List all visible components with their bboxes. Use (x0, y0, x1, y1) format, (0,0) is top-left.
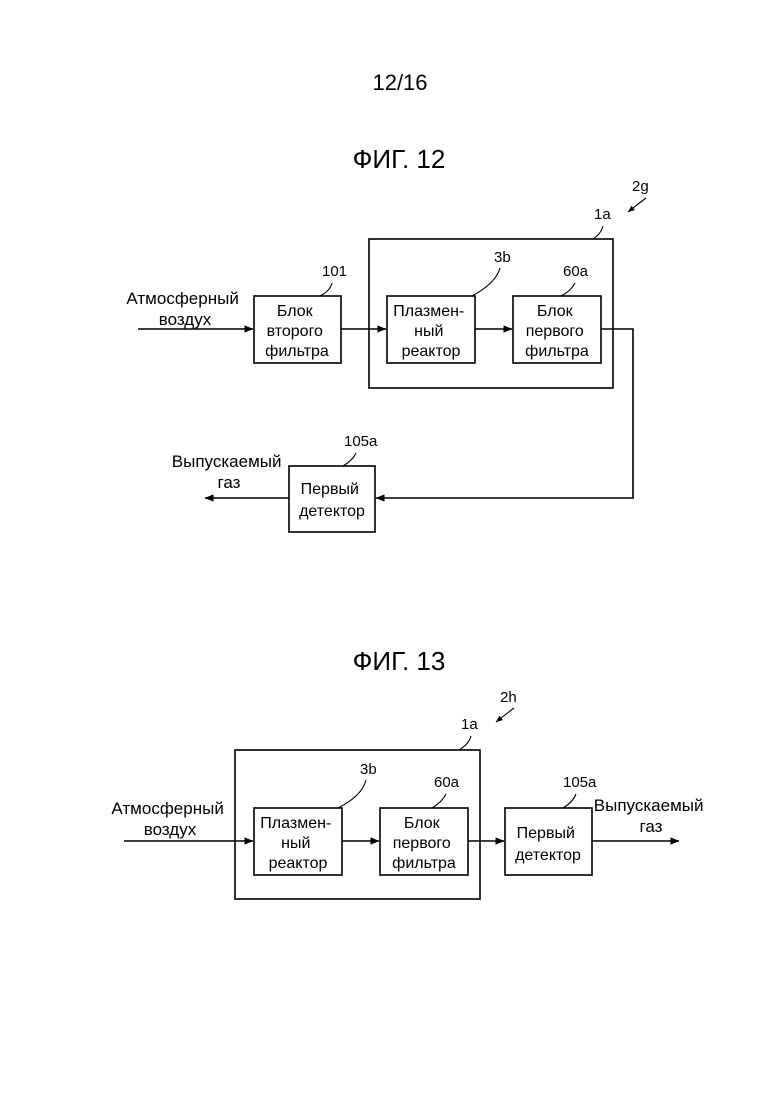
fig12-title: ФИГ. 12 (353, 144, 446, 174)
fig13-ref-frame: 1a (461, 716, 478, 733)
fig13-input-label: Атмосферный воздух (111, 799, 228, 839)
fig12-ref-reactor: 3b (494, 249, 511, 266)
fig12-ref-frame: 1a (594, 206, 611, 223)
fig12-ref-frame-leader (593, 226, 603, 239)
fig13-ref-detector-leader (563, 794, 576, 808)
page-number: 12/16 (372, 70, 427, 95)
fig13-output-label: Выпускаемый газ (594, 796, 708, 836)
fig13-ref-system-arrow (496, 708, 514, 722)
fig12-ref-second-filter-leader (320, 283, 332, 296)
figure-12: ФИГ. 12 2g 1a Атмосферный воздух 101 Бло… (126, 144, 648, 532)
fig12-output-label: Выпускаемый газ (172, 452, 286, 492)
figure-13: ФИГ. 13 2h 1a Атмосферный воздух 3b Плаз… (111, 646, 708, 899)
fig12-ref-reactor-leader (472, 268, 500, 296)
fig13-ref-first-filter-leader (432, 794, 446, 808)
fig12-ref-detector-leader (343, 453, 356, 466)
fig13-ref-system: 2h (500, 689, 517, 706)
fig13-ref-detector: 105a (563, 774, 597, 791)
fig13-ref-frame-leader (459, 736, 471, 750)
fig12-first-detector-block (289, 466, 375, 532)
fig12-ref-second-filter: 101 (322, 263, 347, 280)
fig13-title: ФИГ. 13 (353, 646, 446, 676)
fig13-ref-reactor: 3b (360, 761, 377, 778)
fig12-input-label: Атмосферный воздух (126, 289, 243, 329)
fig13-ref-first-filter: 60a (434, 774, 460, 791)
fig13-ref-reactor-leader (338, 780, 366, 808)
fig12-ref-first-filter: 60a (563, 263, 589, 280)
fig12-ref-first-filter-leader (561, 283, 575, 296)
fig12-ref-detector: 105a (344, 433, 378, 450)
fig12-ref-system-arrow (628, 198, 646, 212)
fig12-ref-system: 2g (632, 178, 649, 195)
